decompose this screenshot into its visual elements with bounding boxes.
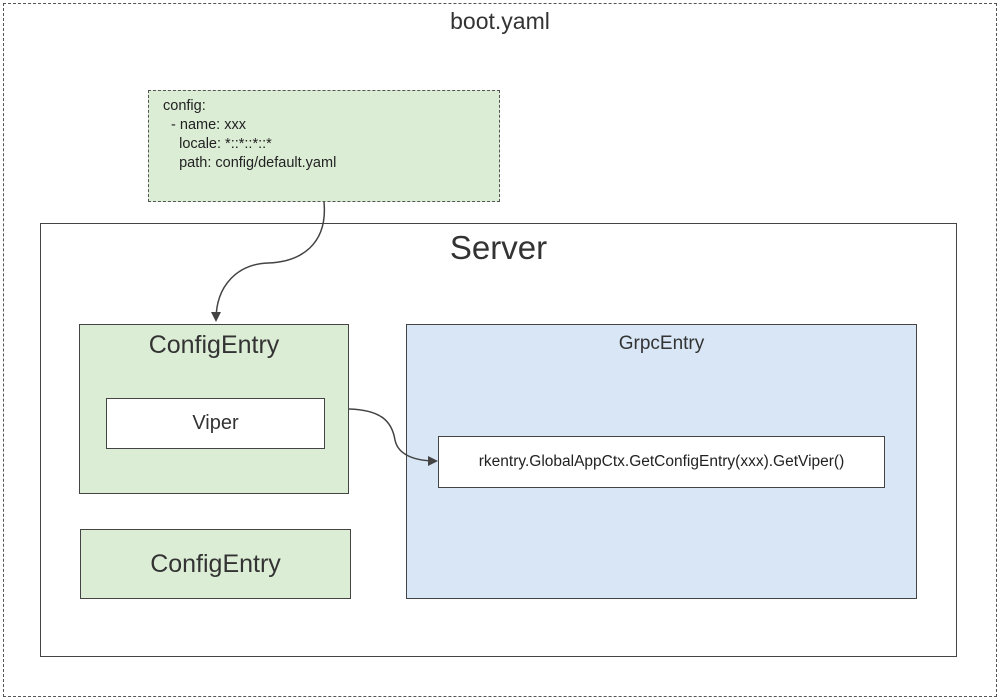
- config-entry-title-secondary: ConfigEntry: [150, 549, 281, 578]
- config-yaml-note: config: - name: xxx locale: *::*::*::* p…: [148, 90, 500, 202]
- config-entry-box-secondary: ConfigEntry: [80, 529, 351, 599]
- server-container: [40, 223, 957, 657]
- config-note-line: locale: *::*::*::*: [163, 136, 272, 152]
- config-note-line: path: config/default.yaml: [163, 155, 337, 171]
- viper-to-call-arrow: [348, 408, 438, 466]
- config-to-entry-arrow: [211, 201, 326, 322]
- boot-yaml-container: [3, 3, 997, 697]
- boot-yaml-title: boot.yaml: [450, 8, 550, 34]
- viper-box: Viper: [106, 398, 325, 449]
- get-viper-call-box: rkentry.GlobalAppCtx.GetConfigEntry(xxx)…: [438, 436, 885, 488]
- viper-label: Viper: [192, 412, 239, 434]
- get-viper-call-label: rkentry.GlobalAppCtx.GetConfigEntry(xxx)…: [478, 453, 845, 470]
- config-entry-title: ConfigEntry: [148, 331, 280, 359]
- server-title: Server: [449, 229, 548, 266]
- grpc-entry-title: GrpcEntry: [618, 333, 705, 354]
- config-note-line: config:: [163, 98, 206, 114]
- config-note-line: - name: xxx: [163, 117, 246, 133]
